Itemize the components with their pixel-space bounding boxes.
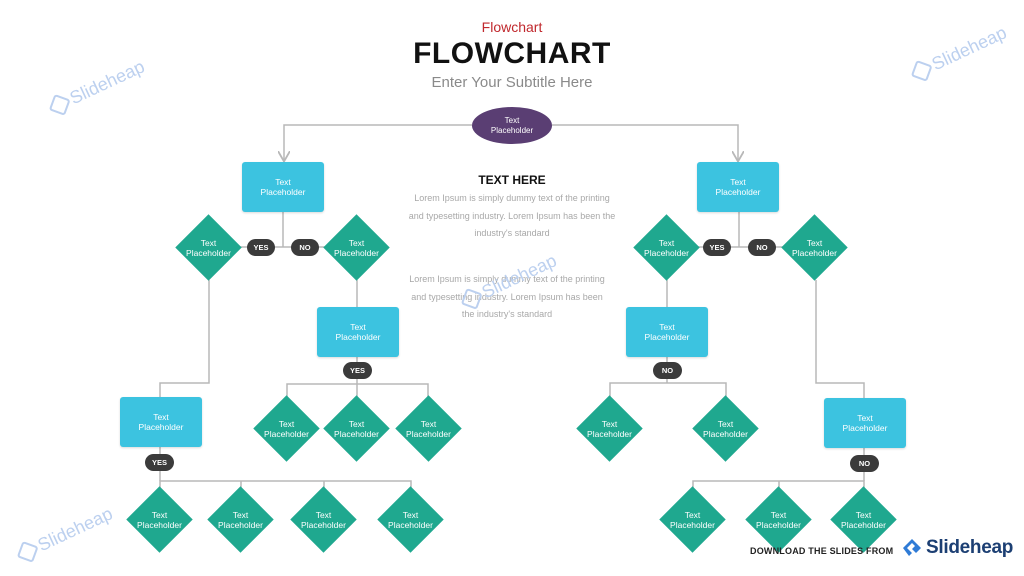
left-mid-diamond-1: Text Placeholder: [253, 395, 320, 462]
start-oval: Text Placeholder: [472, 107, 552, 144]
left-low-diamond-4-label: Text Placeholder: [388, 509, 433, 530]
left-yes-pill: YES: [247, 239, 275, 256]
left-mid-diamond-3: Text Placeholder: [395, 395, 462, 462]
footer-brand-name: Slideheap: [926, 537, 1014, 558]
left-low-diamond-2: Text Placeholder: [207, 486, 274, 553]
left-mid-diamond-2-label: Text Placeholder: [334, 418, 379, 439]
right-top-box-label: Text Placeholder: [715, 177, 761, 197]
left-mid-diamond-1-label: Text Placeholder: [264, 418, 309, 439]
page-subtitle: Enter Your Subtitle Here: [431, 74, 593, 91]
left-low-diamond-1-label: Text Placeholder: [137, 509, 182, 530]
right-no-diamond-label: Text Placeholder: [792, 237, 837, 258]
right-low-diamond-3: Text Placeholder: [830, 486, 897, 553]
left-low-diamond-3: Text Placeholder: [290, 486, 357, 553]
start-oval-label: Text Placeholder: [490, 115, 534, 135]
right-no-pill: NO: [748, 239, 776, 256]
right-mid-no-pill: NO: [653, 362, 682, 379]
left-mid-box: Text Placeholder: [317, 307, 399, 357]
footer-download-text: DOWNLOAD THE SLIDES FROM: [750, 546, 894, 556]
left-low-yes-pill: YES: [145, 454, 174, 471]
right-low-diamond-1: Text Placeholder: [659, 486, 726, 553]
header-small-title: Flowchart: [481, 19, 543, 35]
right-mid-box-label: Text Placeholder: [644, 322, 690, 342]
right-no-diamond: Text Placeholder: [781, 214, 848, 281]
slideheap-logo-icon: [903, 539, 921, 556]
right-mid-box: Text Placeholder: [626, 307, 708, 357]
left-mid-yes-pill: YES: [343, 362, 372, 379]
left-mid-diamond-3-label: Text Placeholder: [406, 418, 451, 439]
right-low-box: Text Placeholder: [824, 398, 906, 448]
left-low-box: Text Placeholder: [120, 397, 202, 447]
right-mid-diamond-2: Text Placeholder: [692, 395, 759, 462]
right-low-box-label: Text Placeholder: [842, 413, 888, 433]
page-title: FLOWCHART: [413, 37, 611, 70]
left-top-box-label: Text Placeholder: [260, 177, 306, 197]
left-low-diamond-2-label: Text Placeholder: [218, 509, 263, 530]
right-mid-diamond-1: Text Placeholder: [576, 395, 643, 462]
left-low-diamond-1: Text Placeholder: [126, 486, 193, 553]
left-top-box: Text Placeholder: [242, 162, 324, 212]
left-yes-diamond-label: Text Placeholder: [186, 237, 231, 258]
footer-brand-logo[interactable]: Slideheap: [902, 537, 1013, 559]
center-paragraph-1: Lorem Ipsum is simply dummy text of the …: [408, 193, 616, 238]
left-no-diamond-label: Text Placeholder: [334, 237, 379, 258]
center-paragraph-2: Lorem Ipsum is simply dummy text of the …: [409, 274, 605, 319]
right-low-diamond-3-label: Text Placeholder: [841, 509, 886, 530]
right-low-diamond-2-label: Text Placeholder: [756, 509, 801, 530]
left-low-diamond-3-label: Text Placeholder: [301, 509, 346, 530]
right-low-diamond-1-label: Text Placeholder: [670, 509, 715, 530]
left-low-box-label: Text Placeholder: [138, 412, 184, 432]
right-low-diamond-2: Text Placeholder: [745, 486, 812, 553]
left-no-diamond: Text Placeholder: [323, 214, 390, 281]
right-yes-pill: YES: [703, 239, 731, 256]
left-no-pill: NO: [291, 239, 319, 256]
left-yes-diamond: Text Placeholder: [175, 214, 242, 281]
right-mid-diamond-1-label: Text Placeholder: [587, 418, 632, 439]
left-low-diamond-4: Text Placeholder: [377, 486, 444, 553]
left-mid-box-label: Text Placeholder: [335, 322, 381, 342]
right-top-box: Text Placeholder: [697, 162, 779, 212]
center-heading: TEXT HERE: [478, 173, 546, 187]
right-mid-diamond-2-label: Text Placeholder: [703, 418, 748, 439]
left-mid-diamond-2: Text Placeholder: [323, 395, 390, 462]
right-yes-diamond: Text Placeholder: [633, 214, 700, 281]
right-low-no-pill: NO: [850, 455, 879, 472]
right-yes-diamond-label: Text Placeholder: [644, 237, 689, 258]
